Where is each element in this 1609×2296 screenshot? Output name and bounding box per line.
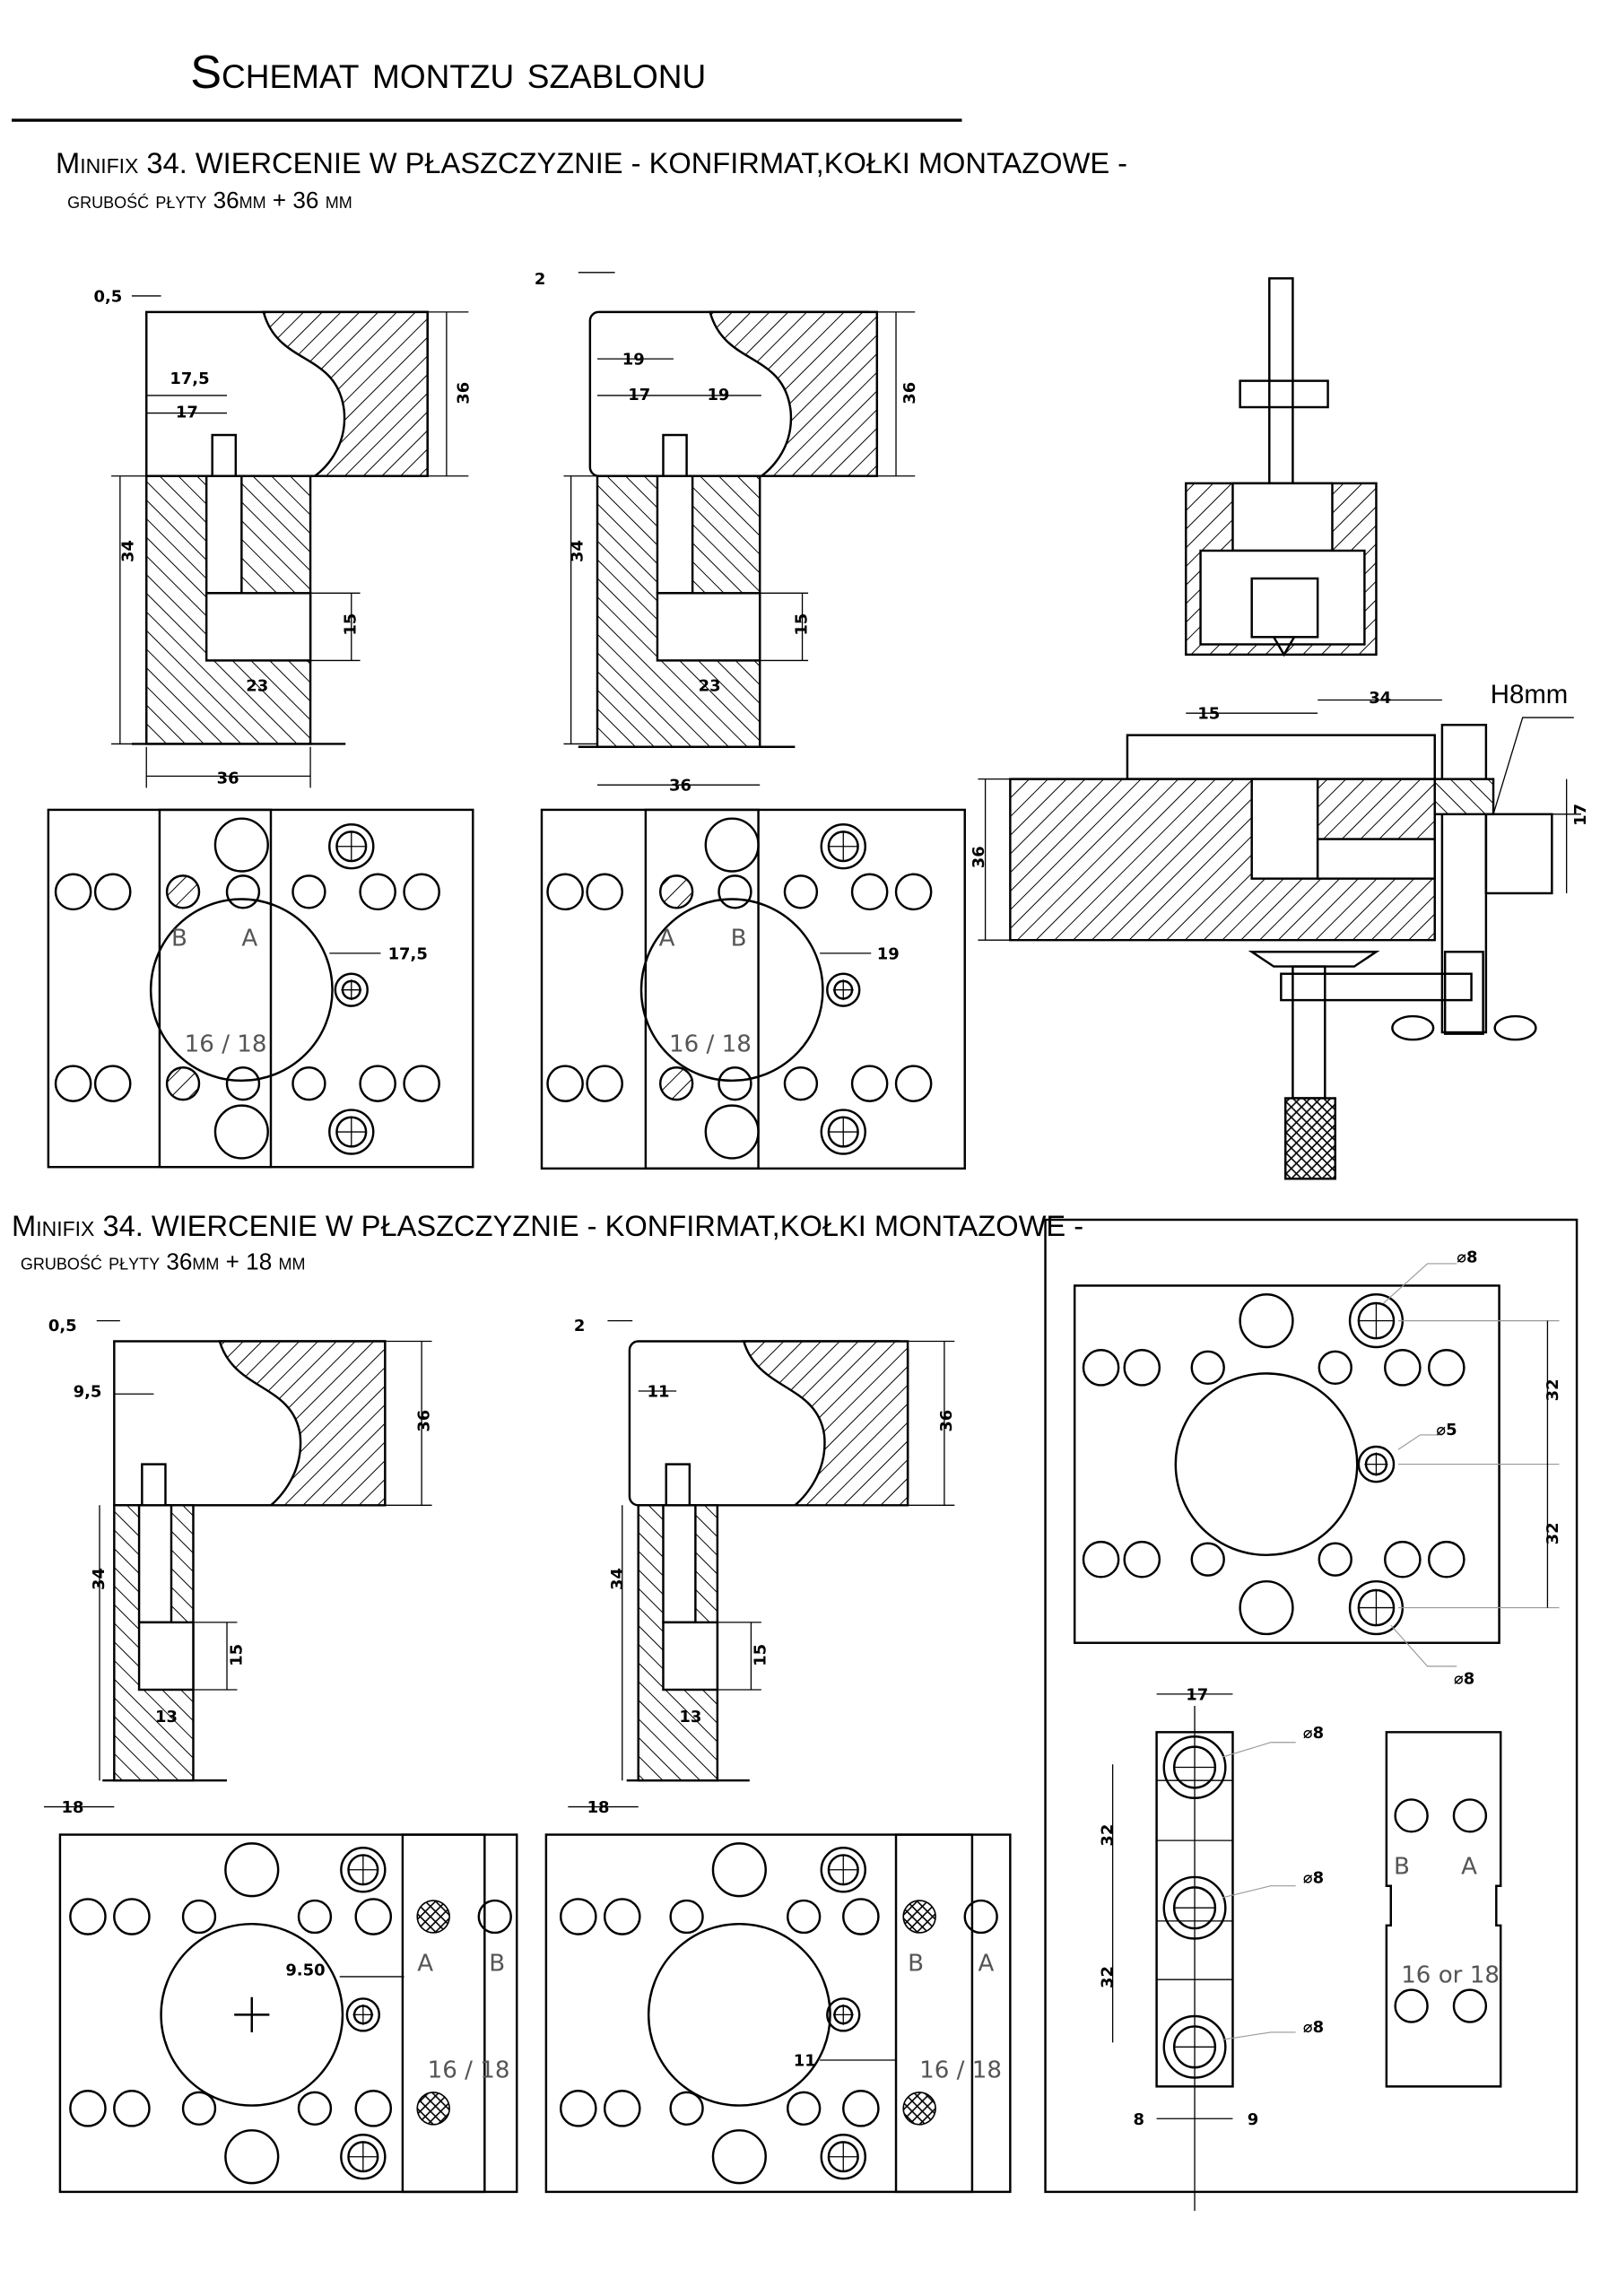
dim-label: 34 bbox=[608, 1568, 627, 1590]
dim-label: 2 bbox=[535, 270, 545, 289]
diameter-label: ⌀8 bbox=[1457, 1248, 1477, 1266]
dim-label: 23 bbox=[246, 677, 268, 696]
dim-label: 17 bbox=[1571, 804, 1590, 826]
dim-label: 15 bbox=[227, 1644, 246, 1666]
section2-side-view-b: 2 11 36 34 15 13 18 bbox=[568, 1317, 956, 1817]
side-label-right: B bbox=[731, 926, 747, 952]
dim-label: 13 bbox=[155, 1708, 178, 1726]
section1-heading: Minifix 34. WIERCENIE W PŁASZCZYZNIE - K… bbox=[56, 146, 1127, 179]
dim-label: 32 bbox=[1544, 1378, 1562, 1401]
template-detail-box: ⌀8 ⌀5 ⌀8 32 32 17 ⌀8 ⌀8 ⌀8 32 32 8 9 B A… bbox=[1044, 1218, 1579, 2212]
dim-label: 32 bbox=[1544, 1522, 1562, 1544]
dim-label: 36 bbox=[217, 770, 239, 788]
side-label-right: A bbox=[241, 926, 257, 952]
side-label-left: B bbox=[908, 1950, 924, 1977]
side-label-right: A bbox=[1461, 1854, 1477, 1881]
dim-label: 15 bbox=[1197, 705, 1220, 724]
section2-face-view-a: A B 9.50 16 / 18 bbox=[58, 1833, 518, 2194]
section2-subheading: grubość płyty 36mm + 18 mm bbox=[21, 1248, 306, 1274]
page-title: Schemat montzu szablonu bbox=[190, 47, 706, 99]
dim-label: 34 bbox=[90, 1568, 109, 1590]
dim-label: 18 bbox=[587, 1798, 610, 1817]
dim-label: 17,5 bbox=[170, 370, 209, 388]
dim-label: 9.50 bbox=[285, 1961, 325, 1979]
dim-label: 34 bbox=[569, 540, 587, 562]
dim-label: 17 bbox=[628, 386, 650, 404]
thickness-label: 16 / 18 bbox=[185, 1031, 267, 1057]
dim-label: 36 bbox=[454, 382, 473, 404]
dim-label: 17 bbox=[1186, 1685, 1208, 1704]
thickness-label: 16 / 18 bbox=[428, 2057, 510, 2084]
diameter-label: ⌀8 bbox=[1303, 1724, 1324, 1743]
dim-label: 17 bbox=[176, 403, 198, 422]
dim-label: 15 bbox=[752, 1644, 770, 1666]
depth-label: H8mm bbox=[1491, 680, 1569, 709]
side-label-left: B bbox=[1394, 1854, 1410, 1881]
diameter-label: ⌀8 bbox=[1303, 1868, 1324, 1887]
side-label-left: A bbox=[659, 926, 675, 952]
thickness-label: 16 / 18 bbox=[669, 1031, 752, 1057]
dim-label: 0,5 bbox=[48, 1317, 77, 1335]
section2-heading: Minifix 34. WIERCENIE W PŁASZCZYZNIE - K… bbox=[12, 1209, 1083, 1242]
dim-label: 15 bbox=[792, 613, 811, 636]
dim-label: 13 bbox=[679, 1708, 701, 1726]
dim-label: 2 bbox=[574, 1317, 585, 1335]
section1-face-view-b: A B 19 16 / 18 bbox=[540, 808, 966, 1170]
section2-side-view-a: 0,5 9,5 36 34 15 13 18 bbox=[43, 1317, 433, 1817]
thickness-label: 16 / 18 bbox=[919, 2057, 1002, 2084]
section2-face-view-b: B A 11 16 / 18 bbox=[544, 1833, 1012, 2194]
dim-label: 19 bbox=[622, 351, 645, 370]
dim-label: 19 bbox=[877, 944, 900, 963]
dim-label: 8 bbox=[1133, 2110, 1144, 2129]
dim-label: 9,5 bbox=[74, 1383, 102, 1402]
dim-label: 34 bbox=[1369, 689, 1391, 708]
dim-label: 9 bbox=[1248, 2110, 1258, 2129]
dim-label: 11 bbox=[794, 2052, 816, 2071]
section1-side-view-b: 2 19 17 19 36 34 15 23 36 bbox=[535, 270, 919, 796]
side-label-right: B bbox=[489, 1950, 505, 1977]
dim-label: 0,5 bbox=[93, 287, 122, 306]
drill-guide-clamp-drawing: 15 34 H8mm 36 17 bbox=[970, 277, 1590, 1180]
section1-subheading: grubość płyty 36mm + 36 mm bbox=[67, 187, 352, 213]
dim-label: 18 bbox=[62, 1798, 84, 1817]
diameter-label: ⌀8 bbox=[1454, 1669, 1474, 1688]
dim-label: 19 bbox=[707, 386, 729, 404]
dim-label: 36 bbox=[669, 777, 691, 796]
section1-side-view-a: 0,5 17,5 17 36 34 15 23 36 bbox=[93, 287, 473, 787]
dim-label: 36 bbox=[937, 1410, 956, 1432]
section1-face-view-a: B A 17,5 16 / 18 bbox=[47, 808, 474, 1169]
dim-label: 11 bbox=[648, 1383, 670, 1402]
side-label-right: A bbox=[978, 1950, 994, 1977]
dim-label: 36 bbox=[900, 382, 919, 404]
dim-label: 36 bbox=[970, 846, 988, 868]
dim-label: 23 bbox=[699, 677, 721, 696]
side-label-left: A bbox=[417, 1950, 433, 1977]
dim-label: 15 bbox=[342, 613, 361, 636]
side-label-left: B bbox=[171, 926, 187, 952]
dim-label: 32 bbox=[1099, 1824, 1118, 1847]
diameter-label: ⌀5 bbox=[1436, 1421, 1457, 1439]
thickness-label: 16 or 18 bbox=[1401, 1961, 1500, 1988]
dim-label: 34 bbox=[119, 540, 138, 562]
dim-label: 17,5 bbox=[388, 944, 428, 963]
diameter-label: ⌀8 bbox=[1303, 2018, 1324, 2037]
dim-label: 32 bbox=[1099, 1966, 1118, 1988]
dim-label: 36 bbox=[414, 1410, 433, 1432]
